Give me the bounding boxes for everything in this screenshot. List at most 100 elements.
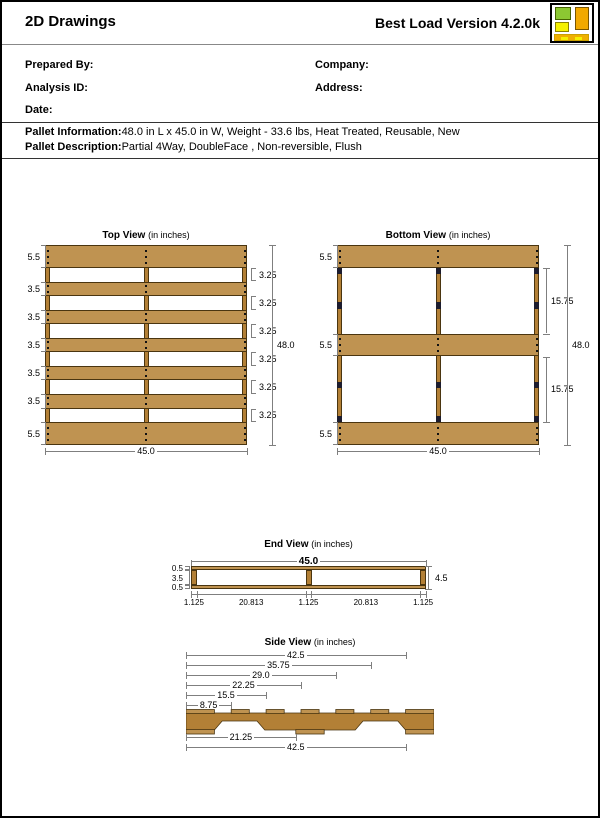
- dim-line: [191, 594, 426, 595]
- dim-tick: [269, 445, 276, 446]
- nail-dot: [46, 397, 49, 400]
- dim-bracket: [41, 394, 46, 409]
- nail-dot: [46, 318, 49, 321]
- dim-label-text: 45.0: [427, 446, 449, 456]
- pallet-information-label: Pallet Information:: [25, 126, 122, 138]
- view-title-text: Bottom View: [385, 230, 447, 241]
- dim-label: 21.25: [186, 732, 296, 742]
- dim-bracket: [41, 281, 46, 297]
- nail-dot: [338, 249, 341, 252]
- nail-dot: [145, 341, 147, 343]
- nail-dot: [46, 369, 49, 372]
- nail-dot: [46, 426, 49, 429]
- nail-dot: [437, 249, 439, 252]
- dim-label-text: 45.0: [296, 556, 321, 567]
- dim-tick: [539, 448, 540, 455]
- dim-tick: [543, 422, 550, 424]
- pallet-description-label: Pallet Description:: [25, 141, 122, 153]
- dim-bracket: [333, 333, 338, 357]
- side-view-title: Side View (in inches): [186, 637, 434, 648]
- dim-bracket: [251, 324, 256, 338]
- company-label: Company:: [315, 59, 369, 71]
- dim-label: 29.0: [186, 670, 336, 680]
- stringer-notch-band: [534, 381, 540, 388]
- dim-label: 5.5: [319, 251, 332, 262]
- stringer: [420, 570, 427, 585]
- nail-dot: [46, 375, 49, 378]
- dim-label: 3.5: [27, 368, 40, 379]
- dim-tick: [191, 591, 192, 598]
- view-title-unit: (in inches): [148, 230, 190, 240]
- dim-tick: [564, 245, 571, 246]
- dim-label-text: 15.5: [215, 690, 237, 700]
- nail-dot: [145, 249, 147, 252]
- dim-tick: [186, 672, 187, 679]
- bottom-view-title: Bottom View (in inches): [337, 230, 539, 241]
- dim-tick: [335, 672, 337, 679]
- dim-tick: [196, 591, 198, 598]
- nail-dot: [243, 312, 246, 315]
- nail-dot: [338, 350, 341, 352]
- nail-dot: [338, 344, 341, 346]
- dim-tick: [301, 682, 302, 689]
- nail-dot: [145, 290, 147, 293]
- stringer: [191, 570, 197, 585]
- nail-dot: [243, 290, 246, 293]
- dim-line: [428, 566, 429, 589]
- deck-board: [45, 394, 247, 409]
- logo-pallet-notch: [575, 37, 582, 40]
- dim-bracket: [185, 566, 190, 570]
- dim-label: 15.5: [186, 690, 266, 700]
- nail-dot: [535, 255, 538, 258]
- nail-dot: [243, 438, 246, 441]
- dim-label: 3.25: [259, 269, 277, 280]
- address-label: Address:: [315, 82, 363, 94]
- nail-dot: [338, 338, 341, 340]
- top-deck-board: [300, 709, 320, 714]
- dim-tick: [269, 245, 276, 246]
- nail-dot: [145, 261, 147, 264]
- stringer-notch-band: [435, 267, 441, 275]
- deck-board: [45, 365, 247, 381]
- dim-bracket: [41, 337, 46, 353]
- dim-label-text: 8.75: [197, 700, 220, 710]
- dim-tick: [231, 702, 233, 709]
- dim-tick: [186, 682, 187, 689]
- dim-label: 22.25: [186, 680, 301, 690]
- nail-dot: [535, 261, 538, 264]
- notched-stringer-shape: [186, 712, 434, 731]
- dim-tick: [426, 560, 427, 567]
- nail-dot: [535, 338, 538, 340]
- dim-tick: [337, 448, 338, 455]
- nail-dot: [145, 426, 147, 429]
- nail-dot: [243, 341, 246, 343]
- stringer-notch-band: [337, 302, 343, 309]
- dim-label-text: 42.5: [285, 742, 307, 752]
- app-version: Best Load Version 4.2.0k: [375, 15, 540, 31]
- nail-dot: [46, 261, 49, 264]
- nail-dot: [145, 403, 147, 406]
- nail-dot: [46, 290, 49, 293]
- nail-dot: [338, 438, 341, 441]
- top-deck-board: [191, 566, 426, 570]
- nail-dot: [243, 318, 246, 321]
- logo-pallet-notch: [561, 37, 568, 40]
- nail-dot: [338, 432, 341, 435]
- nail-dot: [243, 261, 246, 264]
- dim-label: 15.75: [551, 295, 574, 306]
- nail-dot: [338, 426, 341, 429]
- analysis-id-label: Analysis ID:: [25, 82, 88, 94]
- logo-pallet-bar: [554, 34, 589, 41]
- dim-tick: [295, 734, 297, 741]
- nail-dot: [145, 347, 147, 349]
- nail-dot: [243, 426, 246, 429]
- dim-label: 42.5: [186, 650, 406, 660]
- nail-dot: [243, 397, 246, 400]
- dim-tick: [425, 589, 432, 590]
- dim-label: 3.25: [259, 382, 277, 393]
- dim-label: 48.0: [277, 340, 295, 350]
- stringer-notch-band: [534, 302, 540, 309]
